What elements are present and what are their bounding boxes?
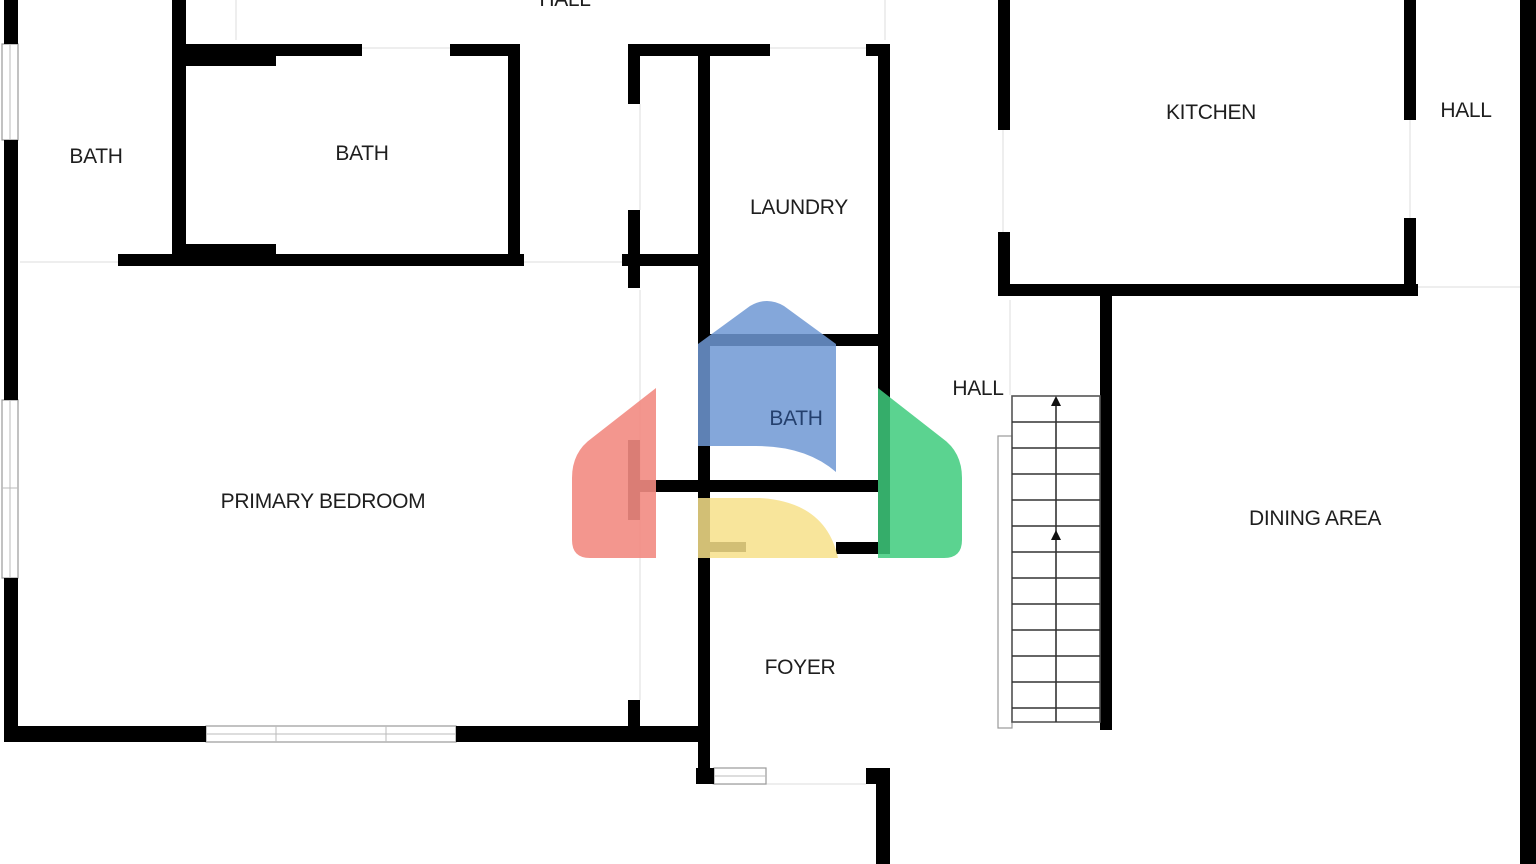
room-label-laundry: LAUNDRY: [750, 196, 848, 219]
room-label-primary-bedroom: PRIMARY BEDROOM: [221, 490, 426, 513]
windows: [1, 43, 1013, 785]
room-label-foyer: FOYER: [765, 656, 836, 679]
logo-yellow-piece: [698, 498, 838, 558]
room-label-bath-center: BATH: [335, 142, 388, 165]
stair-arrow-icon: [1051, 396, 1061, 406]
logo-red-piece: [572, 388, 656, 558]
walls: [4, 0, 1536, 864]
room-label-bath-left: BATH: [69, 145, 122, 168]
room-label-hall-mid: HALL: [952, 377, 1003, 400]
google-home-logo: [572, 301, 962, 558]
logo-green-piece: [878, 388, 962, 558]
stair-arrow-icon: [1051, 530, 1061, 540]
room-label-hall-right: HALL: [1440, 99, 1491, 122]
room-label-kitchen: KITCHEN: [1166, 101, 1256, 124]
room-label-dining-area: DINING AREA: [1249, 507, 1381, 530]
room-label-bath-small: BATH: [769, 407, 822, 430]
room-labels: HALL BATH BATH LAUNDRY KITCHEN HALL HALL…: [69, 0, 1492, 679]
room-label-hall-top: HALL: [539, 0, 590, 11]
logo-blue-piece: [698, 301, 836, 472]
staircase: [1011, 395, 1101, 723]
